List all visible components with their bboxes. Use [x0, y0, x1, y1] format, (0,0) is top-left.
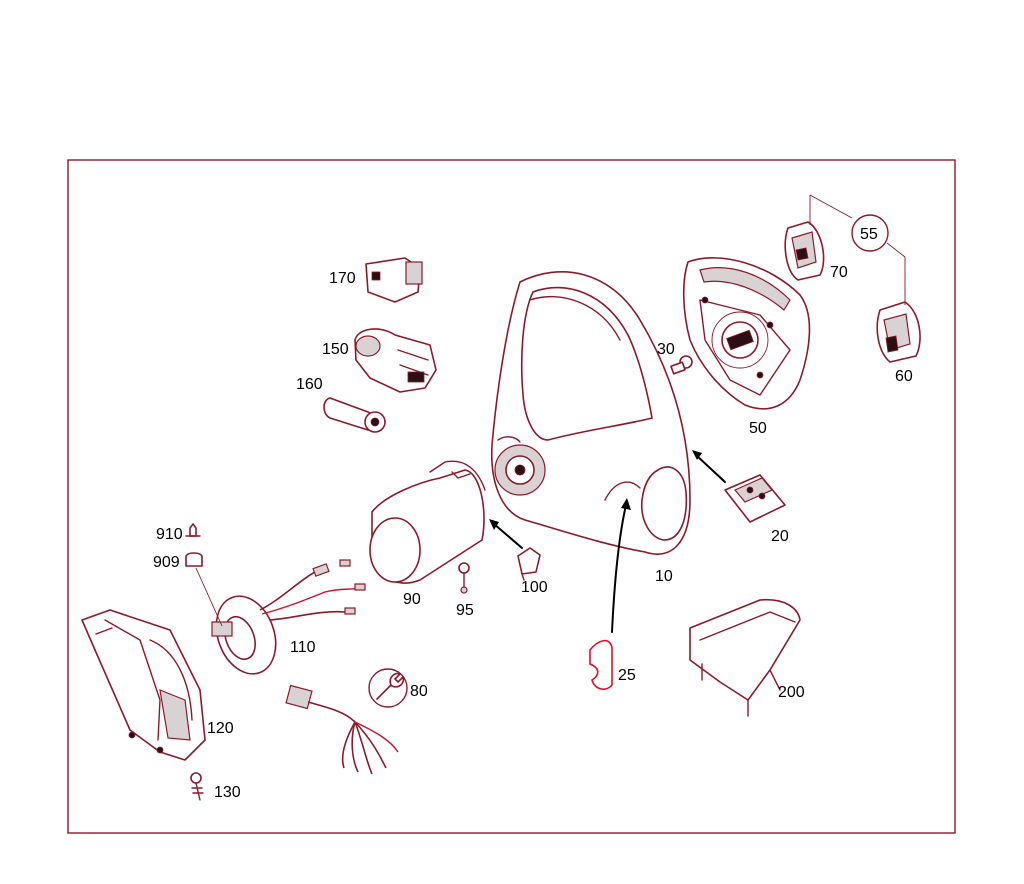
label-60: 60 [895, 368, 913, 385]
label-70: 70 [830, 264, 848, 281]
label-25: 25 [618, 667, 636, 684]
leader-55 [809, 194, 906, 305]
part-160-lock-cylinder[interactable] [323, 397, 386, 433]
arrow-100-line [493, 523, 523, 549]
part-80-wire-harness[interactable] [285, 684, 399, 775]
label-50: 50 [749, 420, 767, 437]
label-90: 90 [403, 591, 421, 608]
part-110-clockspring[interactable] [206, 559, 366, 682]
part-25-clip[interactable] [589, 639, 613, 690]
label-55: 55 [860, 226, 878, 243]
part-170-connector[interactable] [365, 257, 423, 303]
part-95-screw[interactable] [458, 562, 470, 594]
part-910-pin[interactable] [185, 523, 201, 537]
part-150-switch-assembly[interactable] [354, 328, 437, 393]
label-120: 120 [207, 720, 234, 737]
label-150: 150 [322, 341, 349, 358]
label-95: 95 [456, 602, 474, 619]
part-10-steering-wheel[interactable] [490, 271, 691, 555]
part-100-clip[interactable] [517, 547, 541, 581]
diagram-frame [67, 159, 956, 834]
arrow-25-line [611, 504, 627, 633]
part-70-switch[interactable] [784, 221, 825, 281]
wrench-icon [368, 668, 408, 708]
label-170: 170 [329, 270, 356, 287]
part-60-switch[interactable] [876, 301, 921, 363]
arrow-100-head [489, 519, 499, 530]
part-130-screw[interactable] [190, 772, 204, 801]
label-130: 130 [214, 784, 241, 801]
part-50-airbag-module[interactable] [682, 257, 811, 410]
part-200-cover[interactable] [689, 598, 801, 717]
leader-909 [195, 567, 223, 627]
label-910: 910 [156, 526, 183, 543]
part-909-connector[interactable] [185, 552, 203, 567]
label-80: 80 [410, 683, 428, 700]
label-100: 100 [521, 579, 548, 596]
label-160: 160 [296, 376, 323, 393]
arrow-20-line [695, 454, 726, 483]
part-90-housing[interactable] [369, 460, 486, 584]
label-110: 110 [290, 639, 316, 656]
label-30: 30 [657, 341, 675, 358]
label-10: 10 [655, 568, 673, 585]
callout-circle-55 [851, 214, 889, 252]
label-909: 909 [153, 554, 180, 571]
arrow-20-head [692, 450, 702, 460]
part-120-shroud[interactable] [81, 609, 206, 761]
part-20-connector[interactable] [724, 474, 786, 523]
part-30-screw[interactable] [670, 355, 693, 375]
label-20: 20 [771, 528, 789, 545]
arrow-25-head [621, 498, 631, 510]
label-200: 200 [778, 684, 805, 701]
